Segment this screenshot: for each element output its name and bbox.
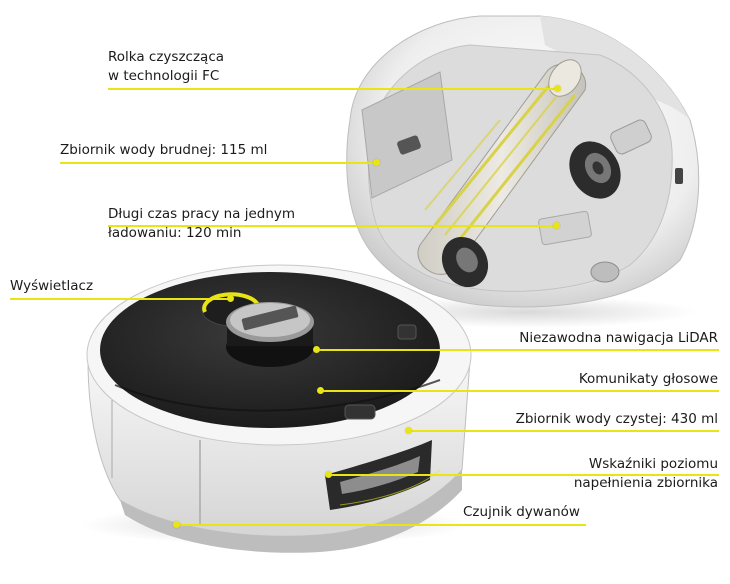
label-level-indicators: Wskaźniki poziomu napełnienia zbiornika	[574, 455, 718, 493]
callout-line-cleaning-roller	[108, 88, 558, 90]
label-clean-water-tank: Zbiornik wody czystej: 430 ml	[516, 410, 718, 429]
label-line: Czujnik dywanów	[463, 504, 580, 520]
label-line: Rolka czyszcząca	[108, 49, 225, 65]
callout-line-display	[10, 298, 230, 300]
callout-dot-level-indicators	[325, 471, 332, 478]
callout-line-runtime	[108, 225, 558, 227]
label-line: Zbiornik wody czystej: 430 ml	[515, 411, 718, 427]
robot-underside	[346, 15, 700, 328]
wheel-left-graphic	[441, 236, 489, 288]
callout-dot-voice	[317, 387, 324, 394]
callout-dot-cleaning-roller	[554, 85, 561, 92]
label-cleaning-roller: Rolka czyszcząca w technologii FC	[108, 48, 224, 86]
label-line: Zbiornik wody brudnej: 115 ml	[60, 142, 268, 158]
callout-line-level-indicators	[330, 474, 719, 476]
callout-dot-display	[227, 295, 234, 302]
label-line: ładowaniu: 120 min	[108, 225, 242, 241]
label-line: Wyświetlacz	[10, 278, 94, 294]
wheel-right-graphic	[569, 141, 621, 199]
label-line: Wskaźniki poziomu	[588, 456, 718, 472]
callout-dot-carpet-sensor	[173, 521, 180, 528]
callout-line-clean-water-tank	[410, 430, 719, 432]
cleaning-roller-graphic	[417, 59, 587, 275]
label-lidar: Niezawodna nawigacja LiDAR	[519, 329, 718, 348]
callout-line-dirty-water-tank	[60, 162, 378, 164]
label-line: Długi czas pracy na jednym	[108, 206, 296, 222]
label-runtime: Długi czas pracy na jednym ładowaniu: 12…	[108, 205, 295, 243]
robot-top	[80, 264, 472, 553]
callout-dot-dirty-water-tank	[373, 159, 380, 166]
callout-line-voice	[322, 390, 719, 392]
label-line: Komunikaty głosowe	[578, 371, 718, 387]
callout-dot-lidar	[313, 346, 320, 353]
label-line: w technologii FC	[108, 68, 220, 84]
callout-line-lidar	[318, 349, 719, 351]
callout-dot-runtime	[553, 222, 560, 229]
label-carpet-sensor: Czujnik dywanów	[463, 503, 580, 522]
lidar-turret-graphic	[226, 302, 314, 367]
callout-dot-clean-water-tank	[405, 427, 412, 434]
label-line: napełnienia zbiornika	[573, 475, 718, 491]
label-line: Niezawodna nawigacja LiDAR	[519, 330, 718, 346]
label-display: Wyświetlacz	[10, 277, 93, 296]
label-voice: Komunikaty głosowe	[579, 370, 718, 389]
label-dirty-water-tank: Zbiornik wody brudnej: 115 ml	[60, 141, 267, 160]
callout-line-carpet-sensor	[178, 524, 586, 526]
